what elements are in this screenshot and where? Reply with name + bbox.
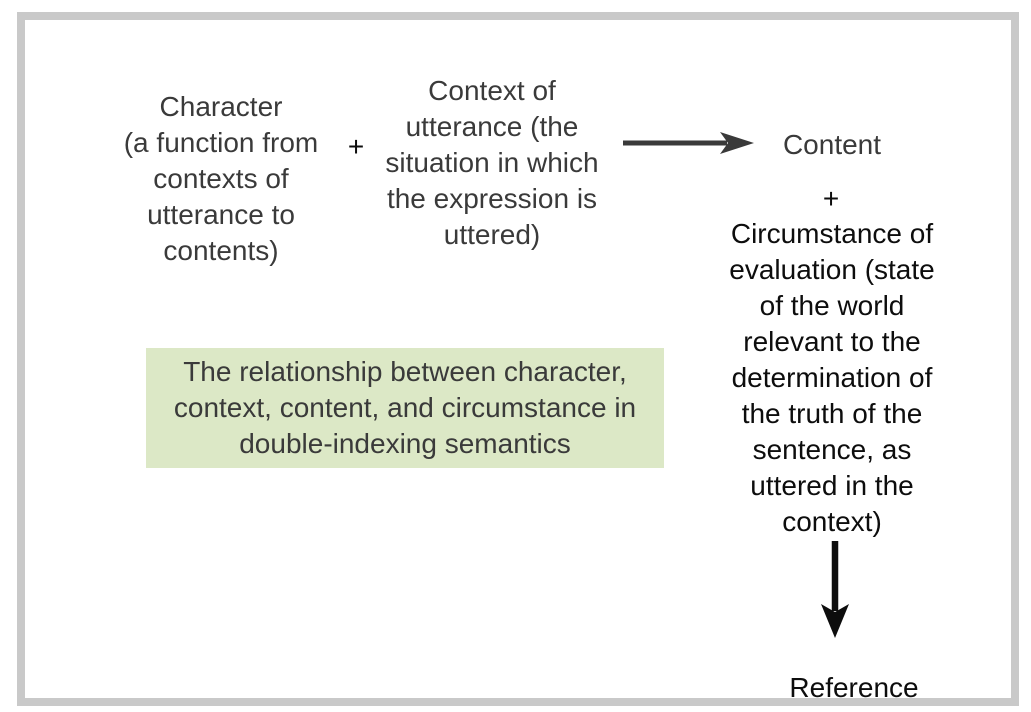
down-arrow-icon [818,541,852,644]
diagram-frame: Character (a function from contexts of u… [17,12,1019,706]
plus-operator-top: + [347,131,365,162]
reference-text: Reference [789,672,919,703]
circumstance-of-evaluation-text: Circumstance of evaluation (state of the… [729,218,935,537]
character-text: Character (a function from contexts of u… [123,91,319,266]
context-of-utterance-text: Context of utterance (the situation in w… [385,75,599,250]
content-text: Content [782,129,882,160]
right-arrow-icon [623,131,755,160]
caption-text: The relationship between character, cont… [173,356,637,459]
plus-operator-right: + [822,183,840,214]
caption-box: The relationship between character, cont… [146,348,664,468]
